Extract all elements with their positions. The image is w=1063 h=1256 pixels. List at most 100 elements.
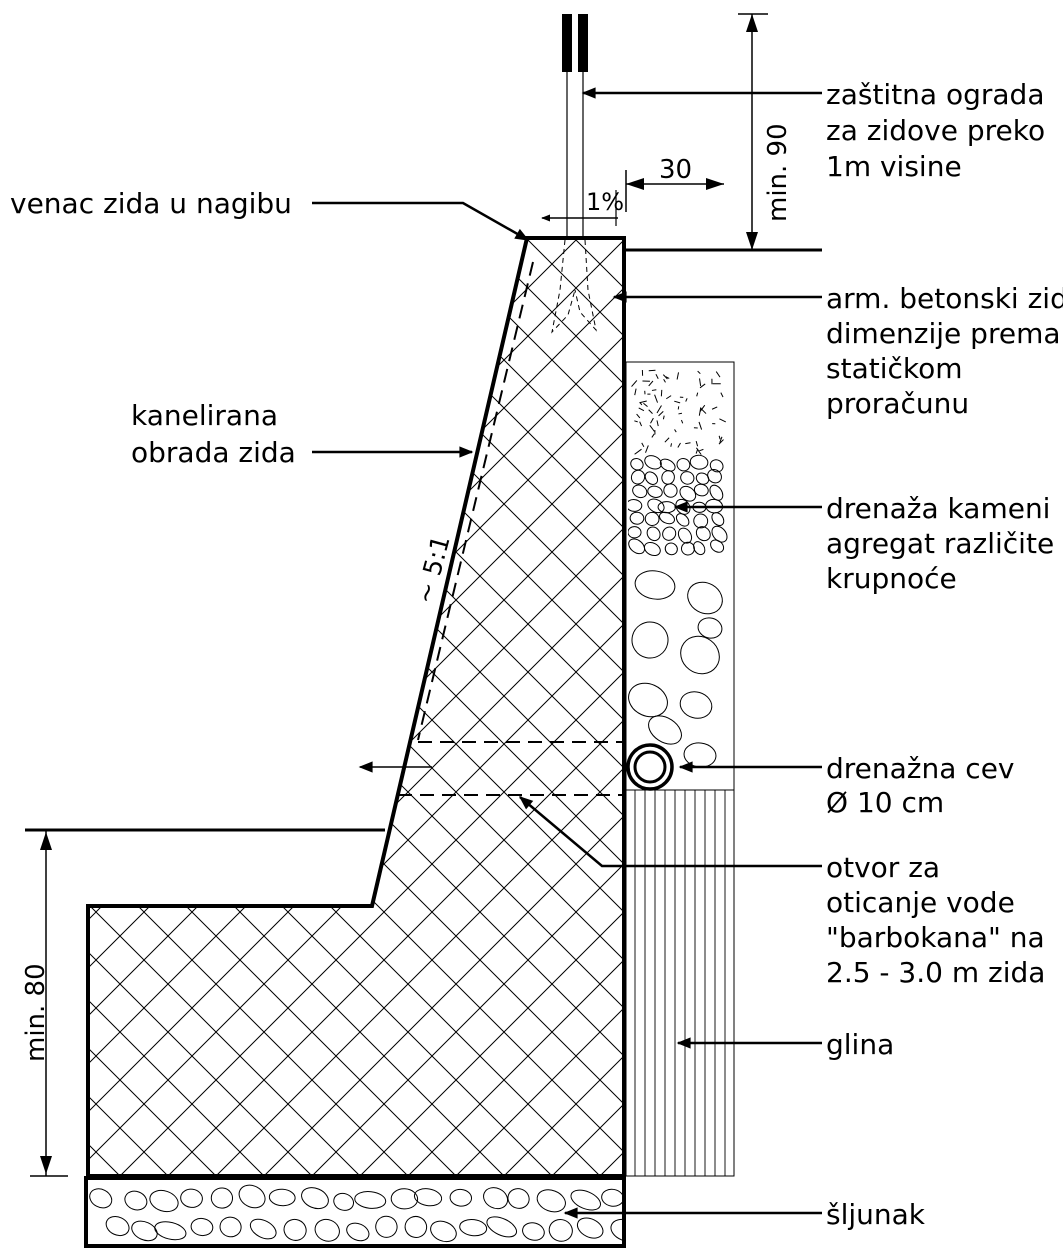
stone (661, 470, 675, 485)
stone (301, 1187, 329, 1210)
speck (676, 372, 680, 380)
speck (695, 440, 699, 447)
speck (651, 389, 657, 391)
speck (698, 421, 703, 430)
stone (483, 1187, 509, 1210)
speck (649, 424, 655, 432)
stone (709, 459, 724, 473)
dim-min80-text: min. 80 (21, 963, 51, 1062)
dim-min90-text: min. 90 (763, 123, 793, 222)
fence-anchor (551, 239, 597, 334)
speck (718, 439, 724, 445)
speck (650, 417, 654, 424)
stone (662, 526, 677, 541)
stone (268, 1188, 296, 1207)
stone (693, 483, 709, 497)
dim-arrowhead (746, 232, 758, 250)
stone (390, 1188, 419, 1210)
stone (522, 1222, 545, 1241)
stone (105, 1215, 130, 1237)
speck (651, 433, 655, 438)
stone (210, 1187, 234, 1209)
stone (486, 1216, 518, 1238)
label-gravel: šljunak (826, 1198, 926, 1231)
stone (507, 1188, 530, 1209)
leader-weep-hole (518, 796, 822, 868)
speck (699, 404, 706, 412)
stone (124, 1190, 148, 1211)
speck (636, 413, 641, 419)
stone (709, 484, 724, 501)
stone (644, 471, 659, 485)
stone (647, 485, 663, 498)
fence-post-left (562, 14, 572, 72)
speck (699, 378, 702, 387)
speck (718, 435, 721, 440)
speck (698, 407, 702, 416)
dim-arrowhead (40, 832, 52, 850)
stone (570, 1189, 601, 1211)
stone (89, 1188, 113, 1209)
stone (219, 1216, 242, 1238)
stone (711, 525, 728, 543)
speck (662, 415, 665, 420)
stone (131, 1220, 158, 1242)
speck (634, 388, 637, 396)
stone (576, 1217, 604, 1239)
speck (677, 442, 681, 448)
speck (699, 383, 706, 389)
drainage-aggregate-layer (625, 361, 735, 791)
stone (648, 715, 682, 745)
speck (655, 373, 659, 379)
stone (628, 526, 642, 539)
stone (647, 498, 665, 514)
stone (711, 512, 725, 527)
stone (679, 691, 713, 719)
stone (659, 511, 675, 525)
stone (675, 513, 690, 527)
stone (693, 541, 706, 556)
speck (654, 394, 659, 403)
speck (634, 448, 642, 455)
concrete-wall (86, 236, 626, 1178)
stone (249, 1218, 277, 1240)
drainage-aggregate-stones (628, 454, 728, 768)
speck (719, 436, 723, 443)
dim-arrowhead (626, 178, 644, 190)
label-fluted-finish: kanelirana obrada zida (131, 399, 296, 469)
stone (190, 1217, 214, 1237)
stone (630, 458, 644, 471)
stone (680, 471, 695, 485)
speck (696, 392, 699, 397)
stone (689, 454, 709, 470)
speck (638, 407, 645, 412)
stone (180, 1188, 203, 1208)
speck (639, 400, 647, 404)
speck (662, 374, 668, 380)
speck (656, 405, 662, 414)
speck (678, 412, 683, 415)
stone (601, 1188, 622, 1207)
slope-text: 1% (586, 188, 624, 216)
stone (610, 1218, 622, 1242)
reinforcement-dashed-face (417, 261, 534, 741)
speck (648, 409, 653, 414)
stone (314, 1218, 340, 1242)
stone (333, 1192, 355, 1211)
stone (707, 468, 722, 484)
speck (639, 402, 643, 406)
stone (536, 1189, 566, 1213)
stone (629, 511, 645, 525)
stone (628, 499, 643, 512)
dim-30-text: 30 (659, 155, 692, 185)
stone (697, 617, 723, 639)
stone (644, 511, 660, 527)
stone (695, 472, 710, 485)
speck (674, 400, 681, 404)
stone (404, 1215, 428, 1238)
stone (628, 682, 668, 718)
leader-coping (312, 201, 530, 242)
label-drain-pipe: drenažna cev Ø 10 cm (826, 752, 1023, 819)
speck (680, 419, 684, 424)
speck (648, 380, 654, 387)
